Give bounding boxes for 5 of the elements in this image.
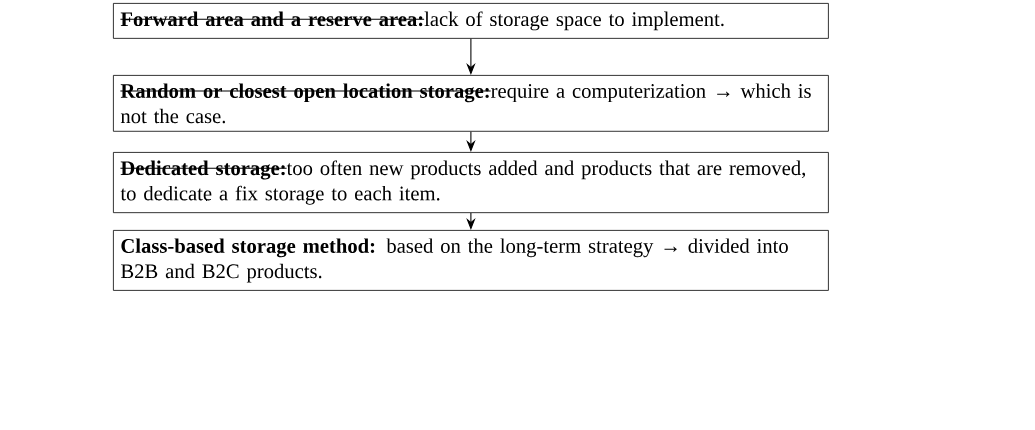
text-box: Class-based storage method: based on the long-term strategy → divided into B2B and B2C products.: [113, 230, 829, 291]
text-box: Random or closest open location storage:require a computerization → which is not the case.: [113, 75, 829, 132]
arrow: [466, 212, 476, 230]
arrow: [466, 38, 476, 75]
arrow: [466, 131, 476, 152]
